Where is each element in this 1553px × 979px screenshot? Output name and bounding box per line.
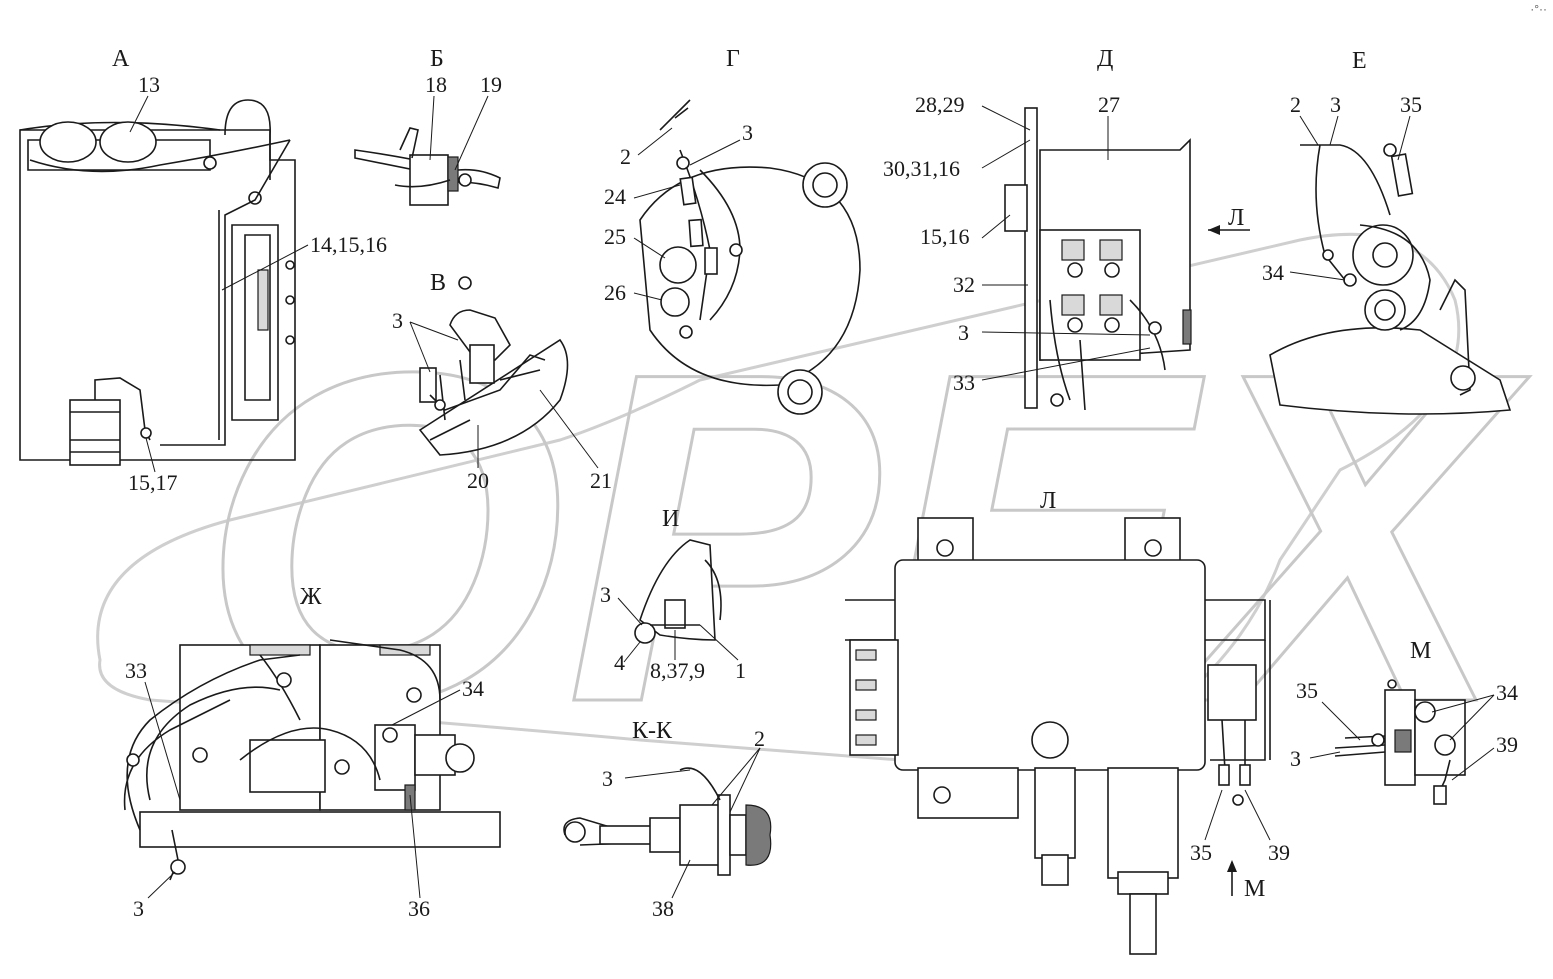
corner-mark: ·°··: [1530, 2, 1547, 16]
callout-i-1: 1: [735, 658, 746, 683]
callout-v-3: 3: [392, 308, 403, 333]
callout-v-21: 21: [590, 468, 612, 493]
callout-d-15-16: 15,16: [920, 224, 970, 249]
callout-g-2: 2: [620, 144, 631, 169]
callout-a-13: 13: [138, 72, 160, 97]
callout-d-28-29: 28,29: [915, 92, 965, 117]
view-a: А 13 14,15,16 15,17: [19, 46, 387, 495]
view-l: Л 35 39 М: [845, 488, 1290, 955]
callout-g-24: 24: [604, 184, 626, 209]
callout-zh-33: 33: [125, 658, 147, 683]
view-d: Д 27 28,29 30,31,16 15,16 32 3 33 Л: [883, 46, 1250, 411]
view-m-title: М: [1410, 638, 1431, 664]
view-kk: К-К 2 3 38: [563, 718, 772, 921]
callout-i-8-37-9: 8,37,9: [650, 658, 705, 683]
callout-d-30-31-16: 30,31,16: [883, 156, 960, 181]
view-d-arrow-label: Л: [1228, 205, 1244, 231]
callout-a-15-17: 15,17: [128, 470, 178, 495]
callout-zh-3: 3: [133, 896, 144, 921]
view-g: Г 2 3 24 25 26: [604, 46, 861, 415]
callout-l-39: 39: [1268, 840, 1290, 865]
view-g-title: Г: [726, 46, 740, 72]
view-kk-title: К-К: [632, 718, 673, 744]
callout-kk-2: 2: [754, 726, 765, 751]
callout-zh-34: 34: [462, 676, 484, 701]
callout-m-35: 35: [1296, 678, 1318, 703]
callout-d-33: 33: [953, 370, 975, 395]
view-zh: Ж 33 34 3 36: [123, 584, 501, 921]
view-zh-title: Ж: [300, 584, 322, 610]
view-b-title: Б: [430, 46, 444, 72]
callout-i-4: 4: [614, 650, 625, 675]
view-i: И 3 4 8,37,9 1: [600, 506, 746, 683]
view-v: В 3 20 21: [392, 270, 612, 493]
callout-a-14-15-16: 14,15,16: [310, 232, 387, 257]
callout-m-3: 3: [1290, 746, 1301, 771]
callout-m-34: 34: [1496, 680, 1518, 705]
callout-kk-38: 38: [652, 896, 674, 921]
view-i-title: И: [662, 506, 679, 532]
view-m: М 35 34 3 39: [1290, 638, 1518, 805]
view-e: Е 2 3 35 34: [1262, 48, 1512, 415]
callout-v-20: 20: [467, 468, 489, 493]
callout-e-2: 2: [1290, 92, 1301, 117]
callout-l-35: 35: [1190, 840, 1212, 865]
callout-i-3: 3: [600, 582, 611, 607]
view-d-title: Д: [1097, 46, 1113, 72]
view-b: Б 18 19: [354, 46, 502, 206]
callout-g-25: 25: [604, 224, 626, 249]
view-a-title: А: [112, 46, 130, 72]
callout-zh-36: 36: [408, 896, 430, 921]
view-l-arrow-label: М: [1244, 876, 1265, 902]
callout-d-32: 32: [953, 272, 975, 297]
callout-e-3: 3: [1330, 92, 1341, 117]
callout-e-35: 35: [1400, 92, 1422, 117]
callout-g-3: 3: [742, 120, 753, 145]
callout-d-27: 27: [1098, 92, 1120, 117]
view-e-title: Е: [1352, 48, 1367, 74]
view-l-title: Л: [1040, 488, 1056, 514]
callout-d-3: 3: [958, 320, 969, 345]
callout-m-39: 39: [1496, 732, 1518, 757]
callout-b-19: 19: [480, 72, 502, 97]
callout-b-18: 18: [425, 72, 447, 97]
view-v-title: В: [430, 270, 446, 296]
callout-e-34: 34: [1262, 260, 1284, 285]
callout-kk-3: 3: [602, 766, 613, 791]
callout-g-26: 26: [604, 280, 626, 305]
